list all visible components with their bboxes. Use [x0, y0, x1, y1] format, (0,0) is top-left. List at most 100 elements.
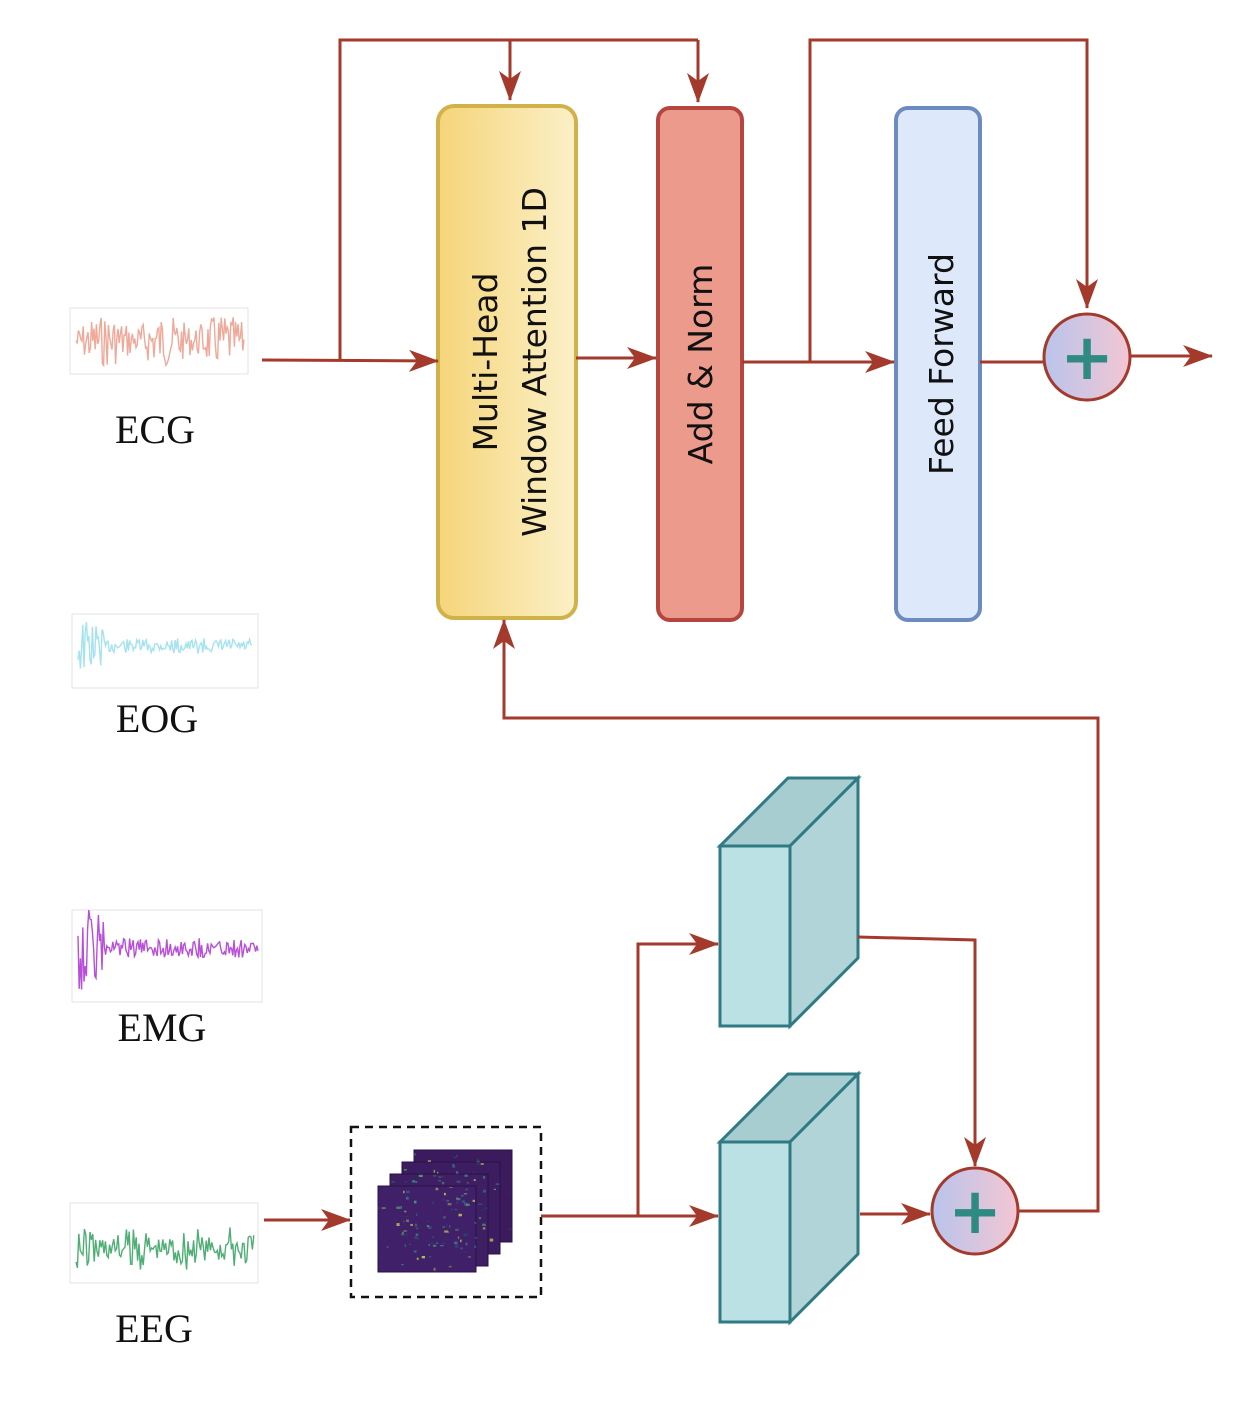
- spectrogram-speck: [406, 1196, 409, 1200]
- spectrogram-speck: [476, 1162, 481, 1166]
- spectrogram-speck: [460, 1239, 462, 1243]
- spectrogram-speck: [415, 1236, 419, 1240]
- spectrogram-speck: [484, 1207, 488, 1210]
- spectrogram-speck: [406, 1219, 409, 1222]
- spectrogram-speck: [403, 1190, 405, 1194]
- spectrogram-speck: [463, 1193, 468, 1195]
- residual-add-top: +: [1042, 312, 1132, 402]
- spectrogram-speck: [414, 1153, 416, 1156]
- spectrogram-speck: [446, 1199, 450, 1202]
- spectrogram-speck: [483, 1176, 486, 1179]
- spectrogram-speck: [433, 1169, 435, 1173]
- ecg-waveform: [75, 317, 245, 368]
- attention-block-label-line2: Window Attention 1D: [515, 187, 554, 537]
- spectrogram-speck: [428, 1226, 432, 1230]
- spectrogram-speck: [438, 1176, 442, 1178]
- arrow-spectrogram-to-cube-top: [636, 933, 719, 1216]
- spectrogram-speck: [381, 1207, 386, 1209]
- ecg-signal-thumbnail: [69, 307, 249, 375]
- spectrogram-speck: [455, 1171, 458, 1173]
- spectrogram-speck: [433, 1244, 437, 1247]
- eog-waveform: [77, 622, 253, 669]
- spectrogram-speck: [433, 1174, 437, 1177]
- spectrogram-speck: [447, 1203, 452, 1206]
- spectrogram-speck: [481, 1209, 483, 1211]
- spectrogram-speck: [456, 1197, 458, 1200]
- eeg-signal-thumbnail: [69, 1202, 259, 1284]
- spectrogram-speck: [454, 1208, 458, 1211]
- connections: [261, 38, 1213, 1231]
- spectrogram-speck: [415, 1227, 419, 1230]
- spectrogram-speck: [467, 1182, 469, 1184]
- spectrogram-speck: [404, 1210, 407, 1213]
- attention-block-box: [436, 104, 578, 620]
- spectrogram-speck: [431, 1236, 434, 1238]
- arrow-cube-top-to-plus: [857, 935, 986, 1167]
- spectrogram-speck: [461, 1194, 464, 1197]
- spectrogram-speck: [428, 1244, 430, 1246]
- spectrogram-speck: [415, 1181, 418, 1183]
- feed-forward-block-label: Feed Forward: [922, 253, 961, 475]
- spectrogram-speck: [412, 1180, 415, 1183]
- skip-connection-top: [338, 38, 698, 360]
- spectrogram-layer-front: [377, 1185, 477, 1273]
- spectrogram-speck: [455, 1245, 459, 1248]
- spectrogram-speck: [439, 1245, 444, 1247]
- arrow-fusion-to-attention: [493, 619, 1100, 1213]
- spectrogram-speck: [478, 1203, 482, 1205]
- spectrogram-speck: [393, 1219, 397, 1221]
- spectrogram-speck: [438, 1179, 441, 1182]
- spectrogram-speck: [442, 1242, 445, 1245]
- spectrogram-speck: [464, 1174, 468, 1177]
- spectrogram-speck: [414, 1200, 417, 1204]
- emg-signal-thumbnail: [71, 909, 263, 1003]
- spectrogram-dashed-frame: [349, 1125, 543, 1299]
- spectrogram-speck: [433, 1267, 436, 1271]
- spectrogram-texture: [378, 1153, 512, 1271]
- spectrogram-speck: [457, 1197, 461, 1201]
- spectrogram-speck: [401, 1231, 404, 1235]
- spectrogram-speck: [466, 1228, 468, 1230]
- plus-icon: +: [948, 1175, 1002, 1249]
- spectrogram-speck: [445, 1224, 448, 1227]
- spectrogram-speck: [479, 1203, 484, 1205]
- spectrogram-speck: [415, 1213, 418, 1215]
- spectrogram-speck: [403, 1220, 405, 1223]
- spectrogram-speck: [460, 1247, 463, 1250]
- eog-label: EOG: [116, 696, 198, 741]
- spectrogram-speck: [442, 1226, 445, 1228]
- spectrogram-speck: [415, 1233, 419, 1236]
- spectrogram-speck: [458, 1213, 462, 1217]
- spectrogram-speck: [436, 1242, 438, 1244]
- conv-cube-bottom: [716, 1070, 862, 1326]
- conv-cube-top: [716, 774, 862, 1030]
- spectrogram-speck: [456, 1199, 461, 1202]
- spectrogram-speck: [426, 1220, 429, 1222]
- add-norm-block: Add & Norm: [656, 106, 744, 622]
- spectrogram-speck: [403, 1169, 407, 1171]
- spectrogram-speck: [482, 1223, 486, 1226]
- feature-add-bottom: +: [930, 1166, 1020, 1256]
- spectrogram-speck: [482, 1189, 486, 1193]
- spectrogram-stack: [349, 1125, 543, 1299]
- spectrogram-speck: [493, 1188, 496, 1190]
- spectrogram-speck: [474, 1222, 477, 1224]
- spectrogram-speck: [428, 1255, 432, 1258]
- spectrogram-speck: [506, 1193, 509, 1195]
- spectrogram-speck: [441, 1181, 445, 1185]
- spectrogram-speck: [405, 1233, 408, 1237]
- eeg-waveform: [75, 1227, 255, 1270]
- emg-label: EMG: [118, 1005, 207, 1050]
- spectrogram-speck: [447, 1231, 450, 1234]
- spectrogram-speck: [409, 1243, 411, 1245]
- spectrogram-speck: [421, 1256, 425, 1259]
- spectrogram-speck: [405, 1216, 409, 1217]
- spectrogram-speck: [443, 1238, 447, 1240]
- spectrogram-speck: [452, 1165, 456, 1168]
- spectrogram-speck: [465, 1242, 468, 1246]
- spectrogram-speck: [457, 1236, 460, 1239]
- spectrogram-speck: [456, 1171, 459, 1175]
- spectrogram-speck: [401, 1264, 404, 1266]
- spectrogram-speck: [435, 1187, 439, 1191]
- spectrogram-speck: [454, 1241, 458, 1245]
